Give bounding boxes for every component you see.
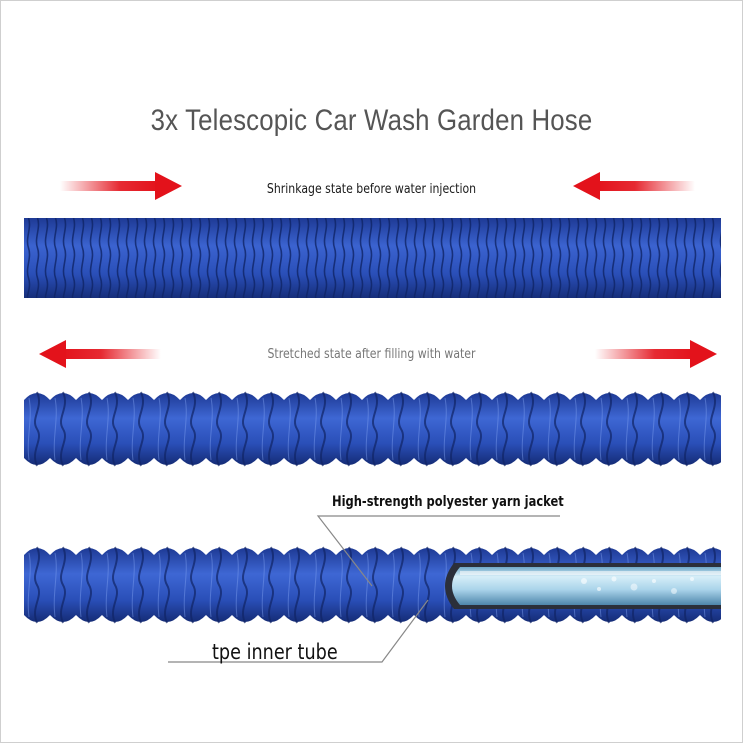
stretched-hose <box>24 388 721 470</box>
arrow-left-icon <box>39 340 161 368</box>
inner-tube-label: tpe inner tube <box>212 640 338 664</box>
page-title: 3x Telescopic Car Wash Garden Hose <box>150 104 593 137</box>
cutaway-hose <box>24 543 721 627</box>
arrow-right-icon <box>595 340 717 368</box>
compressed-hose <box>24 218 721 298</box>
stretched-caption: Stretched state after filling with water <box>267 347 476 362</box>
arrow-right-icon <box>60 172 182 200</box>
shrinkage-caption: Shrinkage state before water injection <box>266 182 477 197</box>
jacket-label: High-strength polyester yarn jacket <box>332 494 564 510</box>
arrow-left-icon <box>573 172 695 200</box>
